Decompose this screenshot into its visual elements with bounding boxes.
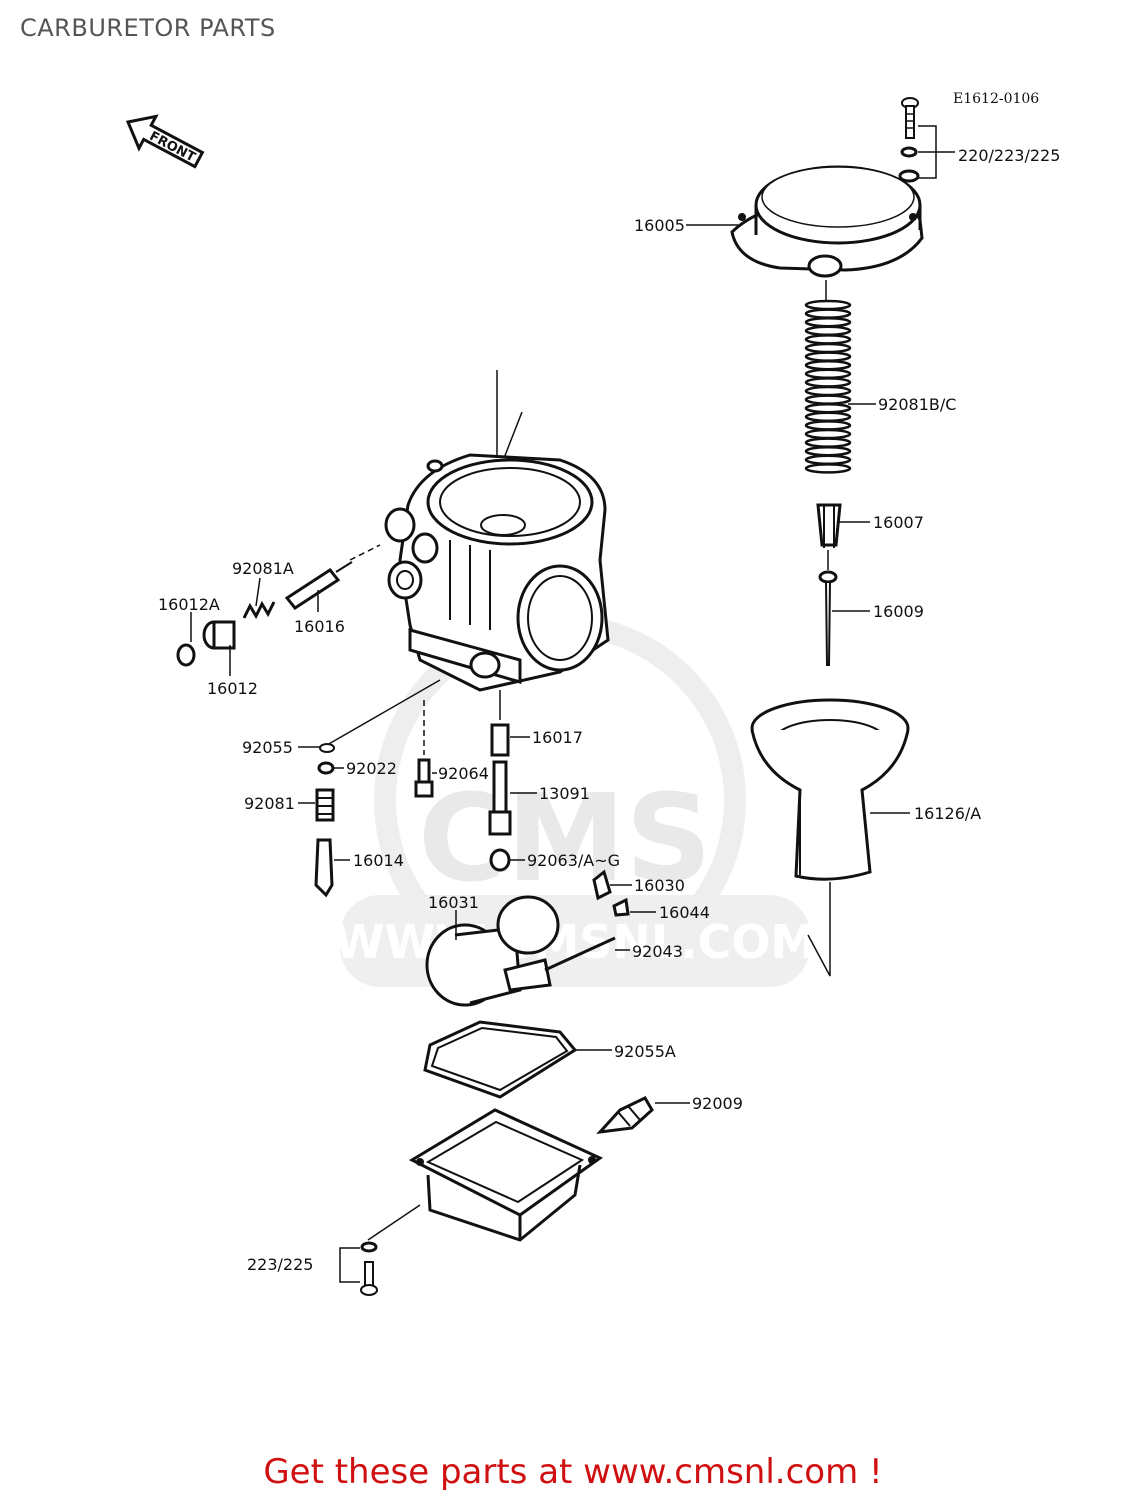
front-arrow-label: FRONT bbox=[147, 129, 198, 166]
float-bowl-gasket-icon bbox=[423, 1020, 578, 1099]
vacuum-piston-icon bbox=[750, 698, 910, 881]
callout-92043: 92043 bbox=[632, 942, 683, 961]
float-bowl-icon bbox=[408, 1108, 603, 1242]
callout-92081: 92081 bbox=[244, 794, 295, 813]
small-spring-icon bbox=[242, 600, 276, 620]
callout-92063: 92063/A~G bbox=[527, 851, 620, 870]
watermark: CMS WWW.CMSNL.COM bbox=[334, 614, 817, 987]
top-screw-icon bbox=[901, 97, 919, 139]
callout-16126a: 16126/A bbox=[914, 804, 981, 823]
jet-needle-icon bbox=[818, 570, 838, 666]
callout-92055a: 92055A bbox=[614, 1042, 676, 1061]
callout-92009: 92009 bbox=[692, 1094, 743, 1113]
slow-jet-icon bbox=[414, 758, 434, 798]
page-title: CARBURETOR PARTS bbox=[20, 14, 276, 42]
top-cover-icon bbox=[730, 165, 924, 278]
callout-16005: 16005 bbox=[634, 216, 685, 235]
pilot-screw-spring-icon bbox=[315, 788, 335, 822]
leader-lines bbox=[190, 224, 910, 1104]
callout-16031: 16031 bbox=[428, 893, 479, 912]
callout-13091: 13091 bbox=[539, 784, 590, 803]
callout-16030: 16030 bbox=[634, 876, 685, 895]
callout-220-223-225: 220/223/225 bbox=[958, 146, 1060, 165]
float-assembly-icon bbox=[425, 895, 616, 1007]
watermark-url-text: WWW.CMSNL.COM bbox=[334, 915, 817, 969]
watermark-logo-text: CMS bbox=[418, 770, 712, 909]
carburetor-body-icon bbox=[384, 453, 610, 692]
callout-92055: 92055 bbox=[242, 738, 293, 757]
callout-16014: 16014 bbox=[353, 851, 404, 870]
flat-washer-icon bbox=[898, 169, 920, 183]
float-valve-icon bbox=[592, 869, 630, 917]
callout-92081bc: 92081B/C bbox=[878, 395, 956, 414]
promo-link[interactable]: Get these parts at www.cmsnl.com ! bbox=[263, 1452, 883, 1492]
callout-92064: 92064 bbox=[438, 764, 489, 783]
needle-holder-icon bbox=[816, 503, 842, 548]
idle-knob-icon bbox=[176, 620, 236, 667]
lock-washer-icon bbox=[900, 146, 918, 158]
front-arrow-icon: FRONT bbox=[125, 114, 205, 169]
callout-92022: 92022 bbox=[346, 759, 397, 778]
callout-16007: 16007 bbox=[873, 513, 924, 532]
pilot-screw-icon bbox=[314, 838, 334, 898]
callout-223-225: 223/225 bbox=[247, 1255, 313, 1274]
drain-screw-icon bbox=[596, 1096, 654, 1134]
callout-16017: 16017 bbox=[532, 728, 583, 747]
callout-16016: 16016 bbox=[294, 617, 345, 636]
callout-16009: 16009 bbox=[873, 602, 924, 621]
callout-92081a: 92081A bbox=[232, 559, 294, 578]
bottom-washer-icon bbox=[360, 1241, 378, 1253]
callout-16012a: 16012A bbox=[158, 595, 220, 614]
needle-jet-holder-icon bbox=[488, 723, 512, 872]
bottom-screw-icon bbox=[360, 1261, 378, 1296]
callout-16044: 16044 bbox=[659, 903, 710, 922]
callout-16012: 16012 bbox=[207, 679, 258, 698]
idle-adjust-screw-icon bbox=[284, 561, 353, 610]
drawing-code: E1612-0106 bbox=[953, 91, 1039, 107]
spring-icon bbox=[804, 299, 852, 474]
